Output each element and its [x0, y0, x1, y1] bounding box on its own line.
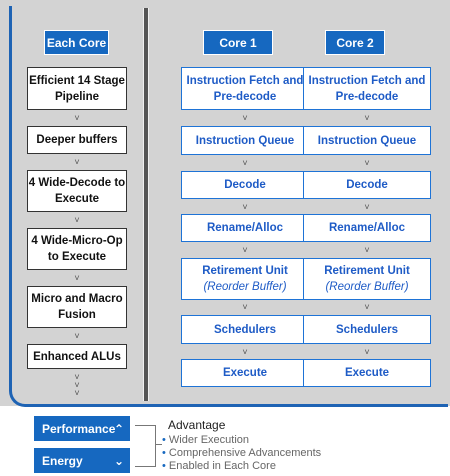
stage-label: Instruction Queue [317, 134, 417, 147]
arrow-down-icon: ˅ [364, 158, 370, 168]
stage-sublabel: (Reorder Buffer) [203, 281, 287, 293]
stage-label: Instruction Fetch and Pre-decode [308, 74, 426, 103]
core2-fetch: Instruction Fetch and Pre-decode [303, 67, 431, 110]
arrow-down-icon: ˅ [364, 113, 370, 123]
stage-label: Retirement Unit [324, 265, 410, 277]
list-item: Wider Execution [162, 434, 321, 447]
core1-queue: Instruction Queue [181, 126, 309, 155]
arrow-down-icon: ˅ [242, 347, 248, 357]
energy-label: Energy [42, 453, 83, 468]
advantage-title: Advantage [168, 418, 226, 432]
arrow-down-icon: ˅ [74, 215, 80, 225]
core2-decode: Decode [303, 171, 431, 199]
stage-label: Execute [222, 367, 268, 379]
arrow-down-icon: ˅ [242, 245, 248, 255]
arrow-down-icon: ˅ [242, 202, 248, 212]
stage-label: Instruction Fetch and Pre-decode [186, 74, 304, 103]
core1-schedulers: Schedulers [181, 315, 309, 344]
arrow-down-icon: ˅ [242, 158, 248, 168]
core1-decode: Decode [181, 171, 309, 199]
arrow-down-icon: ˅ [74, 113, 80, 123]
stage-label: Instruction Queue [195, 134, 295, 147]
core1-fetch: Instruction Fetch and Pre-decode [181, 67, 309, 110]
core1-execute: Execute [181, 359, 309, 387]
core2-rename: Rename/Alloc [303, 214, 431, 242]
arrow-down-icon: ˅ [74, 331, 80, 341]
performance-label: Performance [42, 421, 116, 436]
list-item: Comprehensive Advancements [162, 447, 321, 460]
arrow-down-icon: ˅ [364, 245, 370, 255]
arrow-down-icon: ˅ [242, 113, 248, 123]
chevron-up-icon: ⌃ [113, 421, 124, 436]
each-core-header: Each Core [44, 30, 109, 55]
feature-microop: 4 Wide-Micro-Op to Execute [27, 228, 127, 270]
arrow-down-icon: ˅ [364, 302, 370, 312]
legend-bracket [135, 425, 156, 467]
feature-label: 4 Wide-Micro-Op to Execute [31, 235, 123, 263]
core1-retirement: Retirement Unit (Reorder Buffer) [181, 258, 309, 300]
feature-label: Deeper buffers [36, 134, 118, 146]
column-divider [143, 8, 149, 401]
continuation-arrows-icon: ˅˅˅ [74, 372, 80, 398]
stage-label: Decode [346, 179, 388, 191]
performance-button[interactable]: Performance⌃ [34, 416, 130, 441]
stage-label: Rename/Alloc [206, 222, 284, 234]
feature-label: Enhanced ALUs [33, 350, 121, 363]
stage-label: Decode [224, 179, 266, 191]
stage-label: Rename/Alloc [328, 222, 406, 234]
core2-header: Core 2 [325, 30, 385, 55]
core2-retirement: Retirement Unit (Reorder Buffer) [303, 258, 431, 300]
arrow-down-icon: ˅ [364, 202, 370, 212]
arrow-down-icon: ˅ [364, 347, 370, 357]
feature-label: Micro and Macro Fusion [31, 293, 123, 321]
feature-fusion: Micro and Macro Fusion [27, 286, 127, 328]
legend-bracket-connector [155, 444, 162, 445]
feature-decode: 4 Wide-Decode to Execute [27, 170, 127, 212]
stage-label: Schedulers [214, 323, 276, 336]
list-item: Enabled in Each Core [162, 460, 321, 473]
arrow-down-icon: ˅ [242, 302, 248, 312]
core1-header: Core 1 [203, 30, 273, 55]
stage-sublabel: (Reorder Buffer) [325, 281, 409, 293]
advantage-list: Wider Execution Comprehensive Advancemen… [162, 434, 321, 473]
core2-schedulers: Schedulers [303, 315, 431, 344]
core2-queue: Instruction Queue [303, 126, 431, 155]
chevron-down-icon: ⌄ [113, 453, 124, 468]
core1-rename: Rename/Alloc [181, 214, 309, 242]
feature-label: 4 Wide-Decode to Execute [28, 177, 126, 205]
feature-pipeline: Efficient 14 Stage Pipeline [27, 67, 127, 110]
arrow-down-icon: ˅ [74, 157, 80, 167]
feature-alus: Enhanced ALUs [27, 344, 127, 369]
energy-button[interactable]: Energy ⌄ [34, 448, 130, 473]
arrow-down-icon: ˅ [74, 273, 80, 283]
feature-label: Efficient 14 Stage Pipeline [29, 74, 125, 103]
stage-label: Retirement Unit [202, 265, 288, 277]
stage-label: Execute [344, 367, 390, 379]
feature-buffers: Deeper buffers [27, 126, 127, 154]
stage-label: Schedulers [336, 323, 398, 336]
core2-execute: Execute [303, 359, 431, 387]
